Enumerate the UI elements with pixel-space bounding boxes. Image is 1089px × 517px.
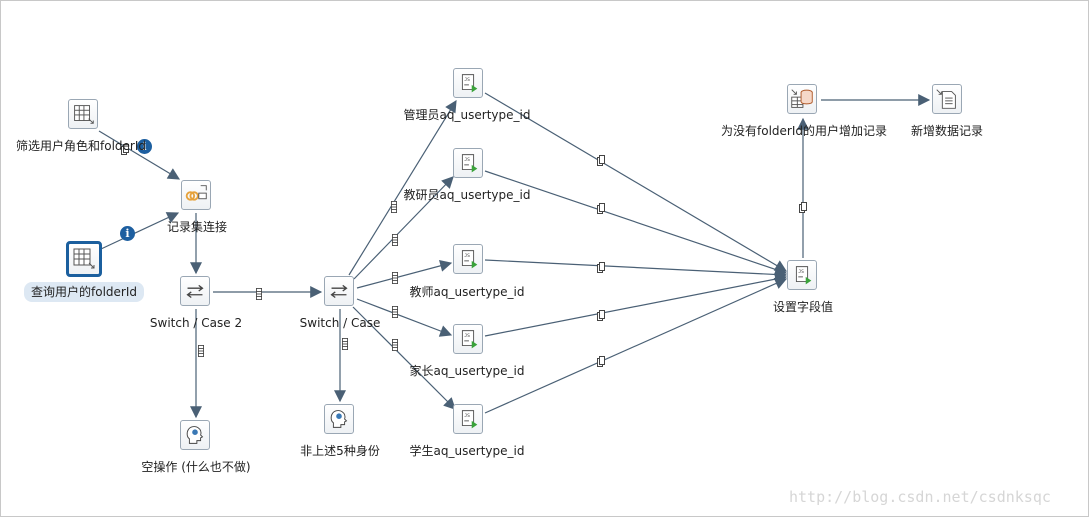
- script-icon: JS: [461, 74, 478, 93]
- insert-update-icon: [791, 89, 813, 108]
- table-input-icon: [74, 105, 94, 124]
- hop-query-to-merge: [100, 212, 180, 250]
- target-hop-icon: [197, 342, 205, 357]
- svg-text:JS: JS: [464, 157, 470, 163]
- step-student[interactable]: JS: [453, 404, 483, 434]
- script-icon: JS: [461, 250, 478, 269]
- step-label: Switch / Case: [299, 316, 381, 330]
- hop-switch-to-researcher: [353, 176, 454, 280]
- svg-text:JS: JS: [464, 333, 470, 339]
- step-label: Switch / Case 2: [149, 316, 243, 330]
- copy-rows-icon: [597, 307, 605, 321]
- copy-rows-icon: [597, 259, 605, 273]
- step-parent[interactable]: JS: [453, 324, 483, 354]
- hop-admin-to-setfield: [484, 92, 788, 272]
- step-label: 教研员aq_usertype_id: [403, 188, 531, 202]
- step-label: 为没有folderId的用户增加记录: [721, 124, 887, 138]
- target-hop-icon: [391, 269, 399, 284]
- step-switch-case[interactable]: [324, 276, 354, 306]
- svg-text:JS: JS: [464, 413, 470, 419]
- info-icon: i: [120, 226, 135, 241]
- target-hop-icon: [391, 303, 399, 318]
- dummy-icon: [186, 426, 204, 444]
- step-set-field-value[interactable]: JS: [787, 260, 817, 290]
- text-output-icon: [936, 89, 956, 109]
- svg-text:JS: JS: [464, 77, 470, 83]
- hop-researcher-to-setfield: [484, 170, 788, 276]
- step-merge-join[interactable]: [181, 180, 211, 210]
- step-label: 学生aq_usertype_id: [409, 444, 525, 458]
- step-label: 教师aq_usertype_id: [409, 285, 525, 299]
- copy-rows-icon: [597, 152, 605, 166]
- copy-rows-icon: [597, 200, 605, 214]
- script-icon: JS: [461, 154, 478, 173]
- script-icon: JS: [795, 266, 812, 285]
- step-add-record[interactable]: [787, 84, 817, 114]
- switch-case-icon: [186, 284, 204, 299]
- merge-join-icon: [185, 185, 207, 201]
- hop-student-to-setfield: [484, 277, 788, 414]
- step-label: 记录集连接: [166, 220, 228, 234]
- copy-rows-icon: [799, 199, 807, 213]
- step-label: 筛选用户角色和folderId: [16, 139, 146, 153]
- svg-text:JS: JS: [464, 253, 470, 259]
- step-researcher[interactable]: JS: [453, 148, 483, 178]
- step-label: 查询用户的folderId: [24, 282, 144, 302]
- step-admin[interactable]: JS: [453, 68, 483, 98]
- step-switch-case-2[interactable]: [180, 276, 210, 306]
- step-label: 家长aq_usertype_id: [409, 364, 525, 378]
- step-filter-user-role[interactable]: [68, 99, 98, 129]
- step-label: 设置字段值: [772, 300, 834, 314]
- hop-switch-to-teacher: [356, 259, 453, 289]
- watermark-text: http://blog.csdn.net/csdnksqc: [789, 488, 1051, 506]
- script-icon: JS: [461, 330, 478, 349]
- target-hop-icon: [341, 335, 349, 350]
- hop-switch-to-student: [352, 306, 456, 410]
- copy-rows-icon: [597, 353, 605, 367]
- target-hop-icon: [255, 285, 263, 300]
- step-noop[interactable]: [180, 420, 210, 450]
- step-label: 非上述5种身份: [300, 444, 380, 458]
- step-not-five-roles[interactable]: [324, 404, 354, 434]
- hop-switch-to-admin: [348, 99, 457, 276]
- target-hop-icon: [391, 336, 399, 351]
- info-icon: i: [137, 139, 152, 154]
- target-hop-icon: [391, 231, 399, 246]
- hop-switch-to-parent: [356, 298, 453, 337]
- step-label: 空操作 (什么也不做): [141, 460, 251, 474]
- hop-parent-to-setfield: [484, 273, 788, 337]
- target-hop-icon: [390, 198, 398, 213]
- hop-filter-to-merge: [98, 130, 181, 180]
- step-query-user-folder[interactable]: [66, 241, 102, 277]
- switch-case-icon: [330, 284, 348, 299]
- dummy-icon: [330, 410, 348, 428]
- step-new-data-record[interactable]: [932, 84, 962, 114]
- step-label: 管理员aq_usertype_id: [403, 108, 531, 122]
- table-input-icon: [73, 248, 95, 269]
- copy-rows-icon: [121, 141, 129, 155]
- step-label: 新增数据记录: [910, 124, 984, 138]
- svg-text:JS: JS: [798, 269, 804, 275]
- script-icon: JS: [461, 410, 478, 429]
- step-teacher[interactable]: JS: [453, 244, 483, 274]
- hop-teacher-to-setfield: [484, 259, 788, 281]
